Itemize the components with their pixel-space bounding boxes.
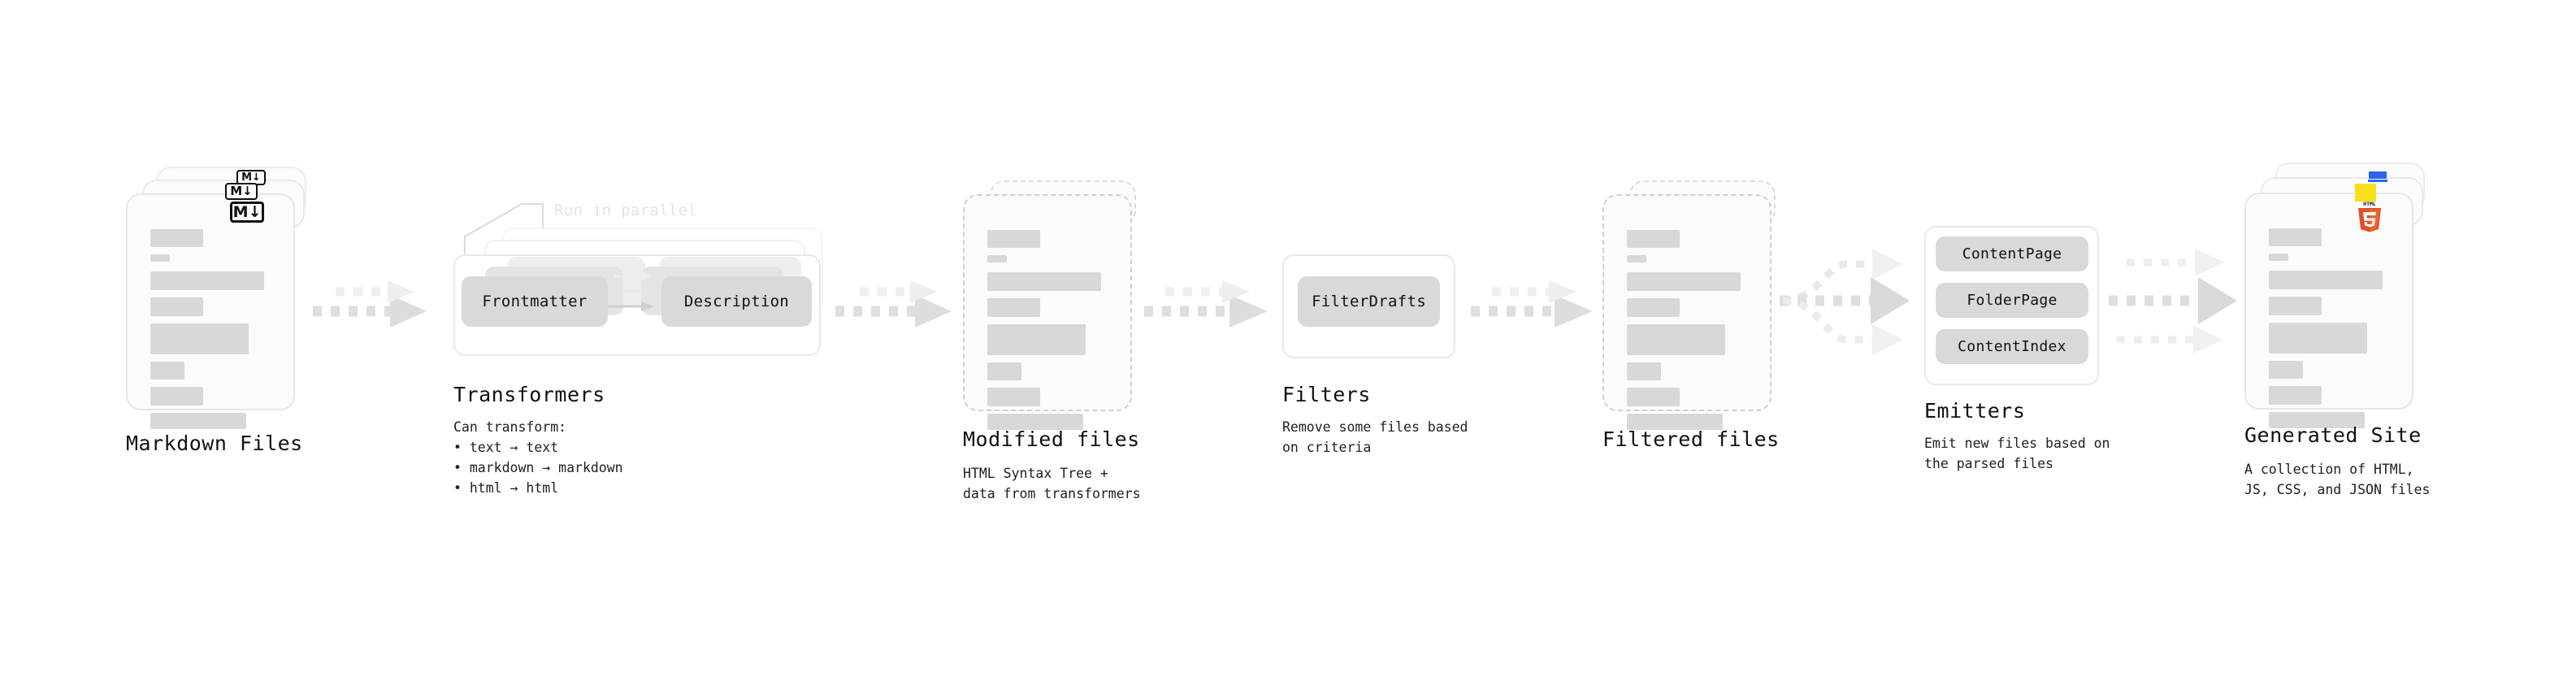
connector-modified-to-filters [1144,280,1268,327]
emitter-node-folderpage[interactable]: FolderPage [1936,283,2088,318]
modified-placeholder-lines [987,230,1101,437]
markdown-files-card-stack: M↓ M↓ M↓ [126,167,313,429]
transformer-internal-arrows [607,271,654,311]
run-in-parallel-leader-line [463,202,544,262]
filtered-files-title: Filtered files [1602,427,1780,451]
modified-files-title: Modified files [963,427,1140,451]
modified-files-subtitle: HTML Syntax Tree + data from transformer… [963,466,1141,502]
modified-files-card-stack [963,180,1150,430]
connector-emitters-to-site [2109,249,2237,354]
filter-node-filterdrafts[interactable]: FilterDrafts [1298,276,1440,327]
css-icon [2368,171,2387,182]
filters-subtitle: Remove some files based on criteria [1282,419,1468,456]
connector-filtered-to-emitters-fanout [1780,249,1910,355]
markdown-placeholder-lines [150,229,264,436]
connector-markdown-to-transformers [313,280,427,327]
run-in-parallel-label: Run in parallel [554,202,698,219]
filtered-files-card-stack [1602,180,1789,430]
emitter-node-contentindex[interactable]: ContentIndex [1936,329,2088,364]
markdown-card-front [126,193,295,429]
html5-icon: HTML [2358,201,2381,232]
generated-site-card-stack: HTML [2244,163,2431,428]
transformers-subtitle: Can transform: • text → text • markdown … [453,419,623,497]
emitters-title: Emitters [1924,399,2026,423]
markdown-badge-front: M↓ [230,202,264,223]
emitter-node-contentpage[interactable]: ContentPage [1936,236,2088,271]
emitters-subtitle: Emit new files based on the parsed files [1924,436,2110,472]
modified-card-front [963,194,1132,430]
filtered-placeholder-lines [1627,230,1741,437]
svg-text:HTML: HTML [2363,201,2376,207]
connector-transformers-to-modified [835,280,952,327]
generated-placeholder-lines [2269,228,2383,436]
transformer-node-frontmatter[interactable]: Frontmatter [462,276,608,327]
markdown-badge-mid: M↓ [225,183,258,200]
generated-card-front [2244,193,2413,428]
filtered-card-front [1602,194,1772,430]
transformers-title: Transformers [453,383,605,406]
markdown-files-title: Markdown Files [126,432,303,455]
filters-title: Filters [1282,383,1371,406]
connector-filters-to-filtered [1471,280,1593,327]
transformer-node-description[interactable]: Description [661,276,812,327]
generated-site-subtitle: A collection of HTML, JS, CSS, and JSON … [2244,462,2431,498]
js-icon [2355,184,2376,202]
generated-site-title: Generated Site [2244,423,2422,447]
